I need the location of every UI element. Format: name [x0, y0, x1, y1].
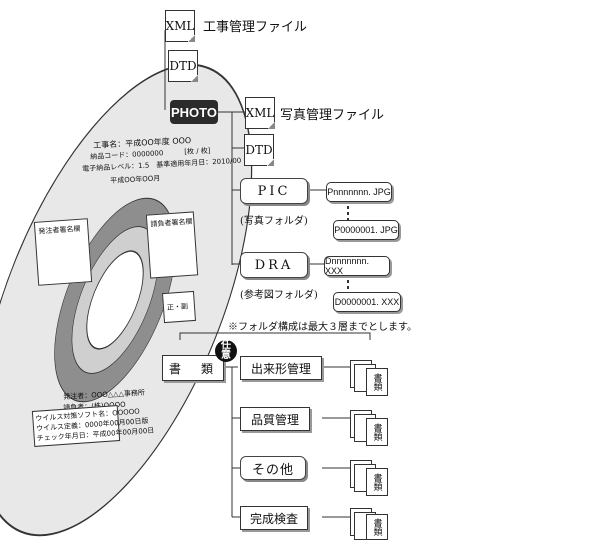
document-stack: 書類 — [350, 508, 388, 542]
pic-file-first: Pnnnnnnn. JPG — [326, 182, 392, 202]
photo-management-file-label: 写真管理ファイル — [280, 108, 385, 123]
virus-info-box: ウイルス対策ソフト名：OOOOO ウイルス定義：0000年00月00日版 チェッ… — [31, 405, 155, 447]
documents-folder: 書 類 — [162, 355, 224, 381]
documents-item-quality: 品質管理 — [240, 407, 310, 431]
orderer-signature-label: 発注者署名欄 — [38, 224, 81, 236]
folder-depth-note: ※フォルダ構成は最大３層までとします。 — [228, 322, 417, 333]
dra-file-last: D0000001. XXX — [333, 292, 401, 312]
photo-dtd-file-icon: DTD — [244, 134, 274, 166]
optional-seal-char-2: 意 — [221, 350, 231, 361]
dtd-file-icon: DTD — [168, 50, 198, 82]
dra-folder: DRA — [240, 252, 308, 278]
original-copy-box: 正・副 — [161, 290, 197, 324]
pic-file-last: P0000001. JPG — [333, 220, 399, 240]
orderer-signature-box: 発注者署名欄 — [33, 218, 93, 286]
document-label: 書類 — [366, 418, 388, 446]
contractor-signature-label: 請負者署名欄 — [150, 217, 193, 229]
photo-folder: PHOTO — [170, 100, 218, 124]
contractor-signature-box: 請負者署名欄 — [145, 211, 199, 279]
document-stack: 書類 — [350, 360, 388, 396]
documents-item-other: その他 — [240, 456, 306, 480]
dra-folder-caption: (参考図フォルダ) — [240, 290, 318, 301]
photo-xml-file-icon: XML — [245, 97, 275, 129]
documents-item-dekigata: 出来形管理 — [240, 356, 322, 380]
document-stack: 書類 — [350, 460, 388, 496]
optional-seal: 任 意 — [215, 340, 237, 362]
pic-folder-caption: (写真フォルダ) — [240, 216, 308, 227]
original-copy-label: 正・副 — [166, 302, 189, 312]
optional-seal-char-1: 任 — [221, 340, 231, 351]
pic-folder: PIC — [240, 178, 308, 204]
construction-management-file-label: 工事管理ファイル — [203, 20, 308, 35]
documents-item-inspection: 完成検査 — [240, 506, 308, 530]
document-stack: 書類 — [350, 410, 388, 446]
document-label: 書類 — [366, 368, 388, 396]
xml-file-icon: XML — [165, 10, 195, 42]
dra-file-first: Dnnnnnnn. XXX — [324, 256, 390, 276]
document-label: 書類 — [366, 514, 388, 540]
document-label: 書類 — [366, 468, 388, 496]
